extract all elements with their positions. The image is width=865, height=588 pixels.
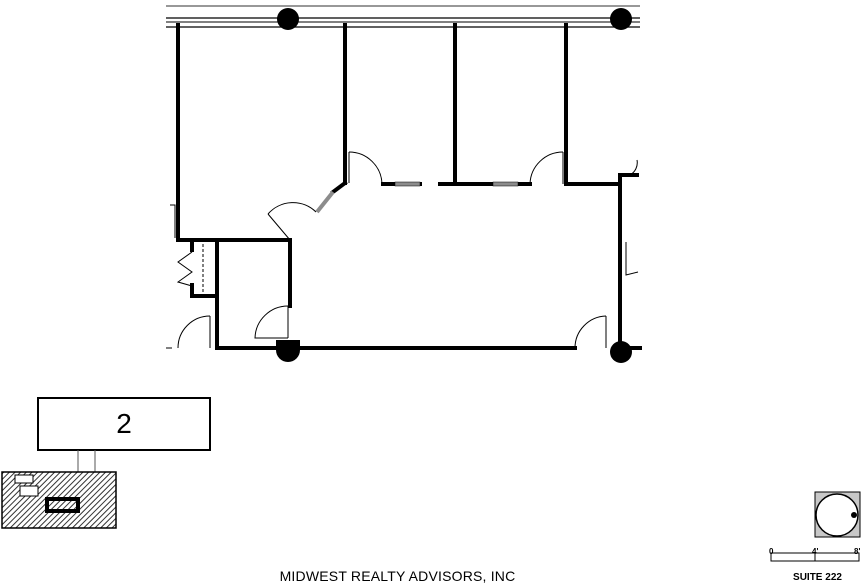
- doors: [166, 151, 639, 349]
- company-name-title: MIDWEST REALTY ADVISORS, INC: [279, 568, 516, 584]
- scale-label-8: 8': [854, 547, 861, 556]
- compass-circle-icon: [814, 491, 861, 538]
- floor-number-label: 2: [116, 408, 132, 439]
- structural-columns: [276, 8, 632, 363]
- exterior-window-wall: [166, 5, 640, 28]
- scale-label-4: 4': [812, 547, 819, 556]
- building-keyplan-icon: [1, 397, 211, 529]
- scale-bar: [770, 552, 860, 562]
- suite-label: SUITE 222: [793, 572, 842, 583]
- scale-label-0: 0: [769, 547, 774, 556]
- interior-walls: [176, 23, 642, 354]
- glazing-strips: [315, 181, 519, 214]
